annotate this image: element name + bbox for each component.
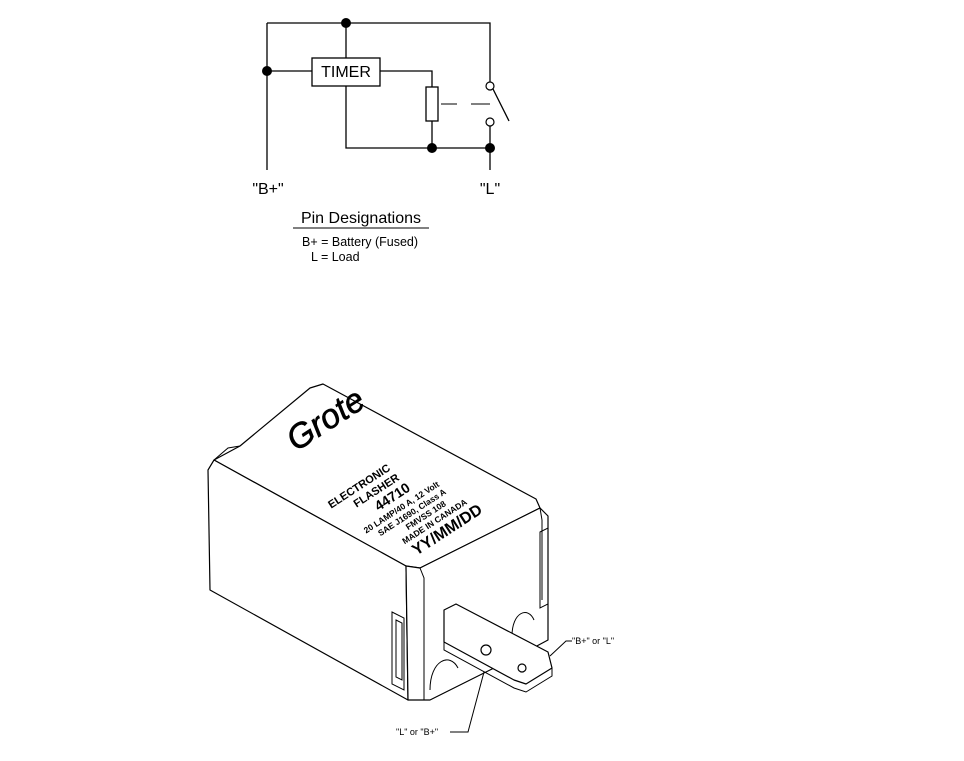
pin-label-load: "L": [480, 181, 500, 198]
device-front-arch-right: [511, 612, 535, 637]
junction-dot-coil: [427, 143, 437, 153]
device-top-bevel: [213, 445, 241, 461]
junction-dot-bplus: [262, 66, 272, 76]
pin-designation-line: B+ = Battery (Fused): [302, 235, 418, 249]
timer-label: TIMER: [321, 64, 371, 81]
device-front-slot: [539, 527, 549, 609]
junction-dot-load: [485, 143, 495, 153]
switch-lower-contact: [485, 117, 495, 127]
terminal-blade: [443, 603, 553, 685]
device-front-arch-left: [429, 659, 459, 691]
timer-output-wire: [380, 70, 433, 87]
device-front-bevel-2: [539, 507, 543, 600]
terminal-tip-hole: [517, 663, 527, 673]
pin-label-bplus: "B+": [252, 181, 283, 198]
device-side-slot: [391, 611, 405, 691]
device-side-slot-inner: [395, 619, 403, 681]
junction-dot-top: [341, 18, 351, 28]
pin-designation-line: L = Load: [311, 250, 360, 264]
callout-leader-bottom: [450, 671, 485, 733]
timer-box: [311, 57, 381, 87]
pin-designations-legend: Pin Designations B+ = Battery (Fused) L …: [293, 210, 429, 264]
device-left-bevel: [207, 459, 215, 471]
flasher-device-drawing: Grote ELECTRONIC FLASHER 44710 20 LAMP/4…: [207, 380, 614, 737]
terminal-blade-edge: [443, 642, 553, 693]
relay-coil: [425, 86, 439, 122]
terminal-blade-hole: [480, 644, 492, 656]
callout-leader-right: [549, 640, 572, 657]
pin-designations-title: Pin Designations: [301, 210, 421, 227]
timer-return-wire: [345, 86, 490, 149]
wiring-schematic: TIMER "B+" "L": [252, 18, 510, 198]
device-front-bevel: [419, 567, 425, 700]
callout-label-bottom: "L" or "B+": [396, 727, 438, 737]
switch-blade: [492, 88, 510, 122]
callout-label-right: "B+" or "L": [572, 636, 614, 646]
switch-upper-contact: [485, 81, 495, 91]
